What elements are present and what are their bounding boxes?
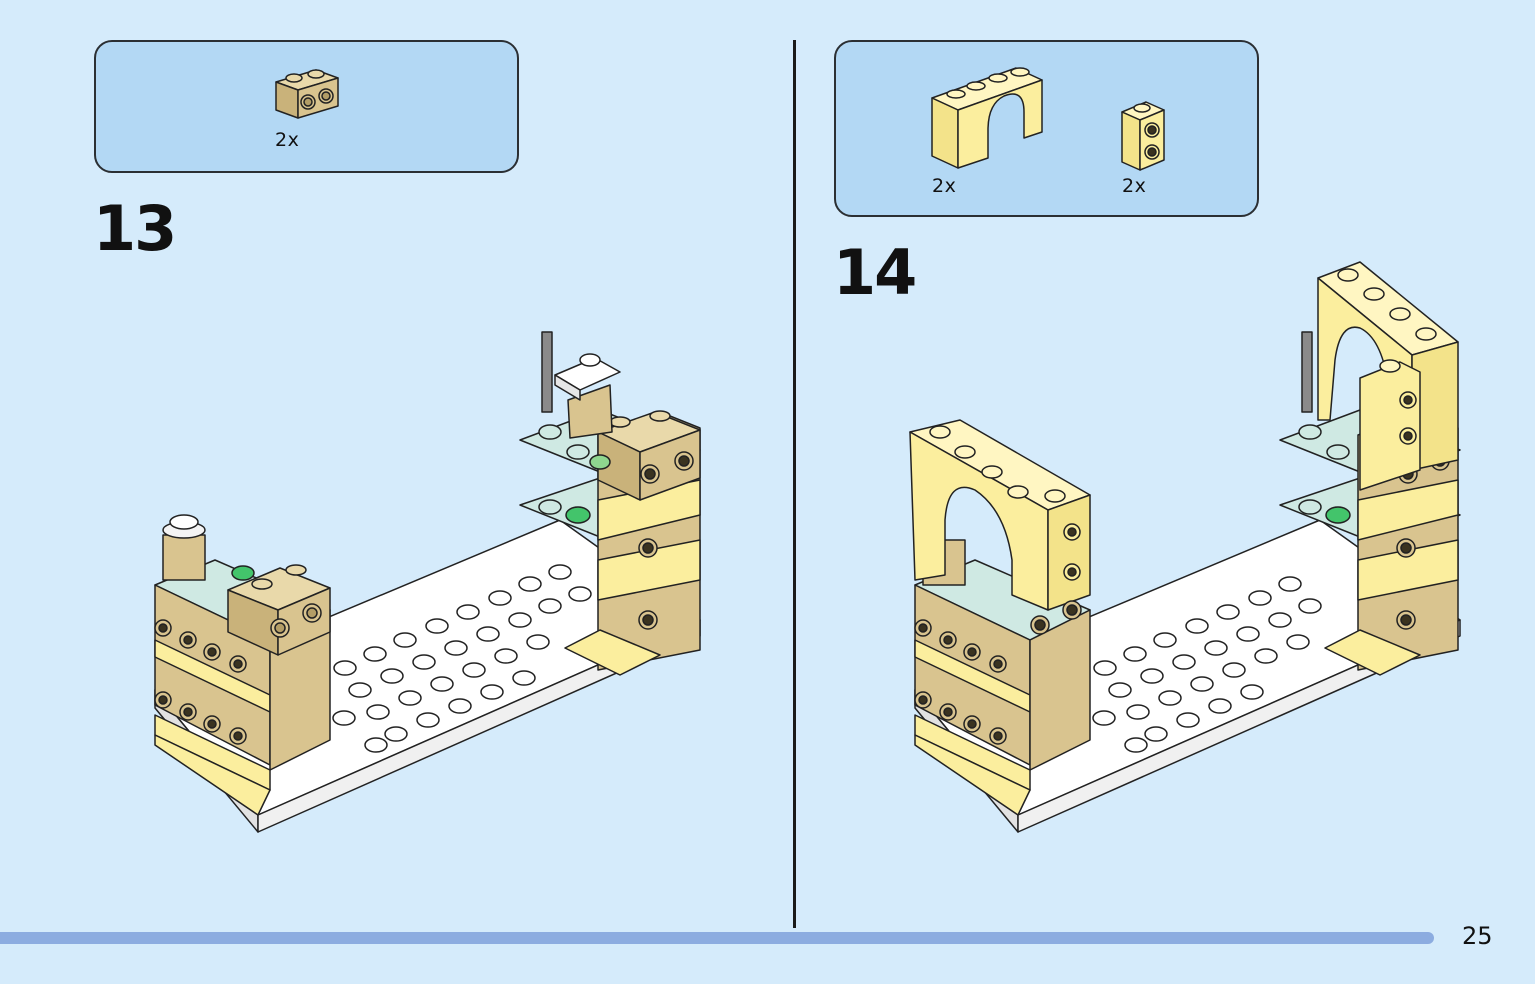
step-number-14: 14: [833, 236, 917, 309]
parts-callout-step-14: [834, 40, 1259, 217]
part-quantity: 2x: [275, 129, 300, 151]
step-number-13: 13: [93, 192, 177, 265]
part-quantity: 2x: [1122, 175, 1147, 197]
step-13-model-illustration: [154, 331, 701, 833]
page-number: 25: [1462, 922, 1493, 950]
part-quantity: 2x: [932, 175, 957, 197]
step-14-model-illustration: [909, 261, 1461, 833]
yellow-brick-side-studs-icon: [1121, 101, 1165, 171]
step-divider: [793, 40, 796, 928]
tan-brick-side-studs-icon: [275, 69, 339, 119]
yellow-arch-icon: [931, 67, 1043, 169]
footer-bar: [0, 932, 1434, 944]
